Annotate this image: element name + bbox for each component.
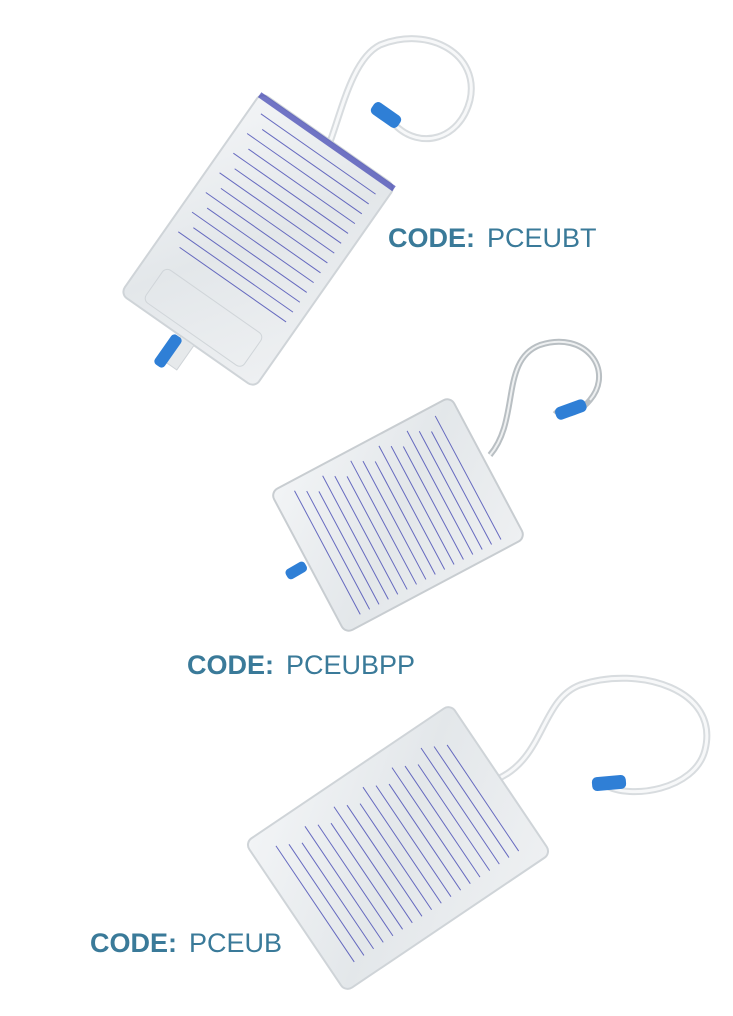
graduation-line xyxy=(318,491,380,605)
graduation-line xyxy=(346,804,423,917)
code-value: PCEUB xyxy=(189,928,283,958)
graduation-line xyxy=(220,187,328,264)
connector-cap xyxy=(591,774,627,792)
graduation-line xyxy=(306,490,371,610)
graduation-line xyxy=(301,842,374,950)
code-label: CODE: xyxy=(388,223,475,253)
graduation-line xyxy=(233,152,349,234)
connector-cap xyxy=(554,399,587,420)
graduation-line xyxy=(402,446,464,560)
graduation-line xyxy=(417,764,491,871)
product-code-3: CODE: PCEUB xyxy=(90,928,282,959)
graduation-line xyxy=(206,207,314,284)
graduation-line xyxy=(275,845,355,963)
graduation-line xyxy=(304,826,384,943)
graduation-line xyxy=(390,445,455,565)
graduation-line xyxy=(362,786,442,904)
graduation-line xyxy=(333,806,413,924)
graduation-line xyxy=(375,785,452,897)
graduation-line xyxy=(374,461,436,575)
graduation-line xyxy=(193,227,301,303)
product-code-1: CODE: PCEUBT xyxy=(388,223,597,254)
drain-valve xyxy=(154,334,182,368)
code-label: CODE: xyxy=(90,928,177,958)
urine-bag-pceub xyxy=(246,674,711,990)
graduation-line xyxy=(378,445,446,570)
graduation-line xyxy=(234,168,342,244)
code-value: PCEUBT xyxy=(487,223,597,253)
code-label: CODE: xyxy=(187,650,274,680)
graduation-line xyxy=(418,430,483,550)
graduation-line xyxy=(404,765,481,878)
graduation-line xyxy=(350,460,417,585)
graduation-line xyxy=(317,824,394,937)
graduation-line xyxy=(362,460,427,580)
graduation-line xyxy=(205,192,321,274)
graduation-line xyxy=(388,783,462,891)
graduation-line xyxy=(431,431,493,545)
graduation-line xyxy=(359,803,433,911)
graduation-line xyxy=(420,747,500,865)
code-value: PCEUBPP xyxy=(286,650,416,680)
graduation-line xyxy=(446,744,520,852)
graduation-line xyxy=(288,844,365,956)
graduation-line xyxy=(434,415,502,540)
graduation-line xyxy=(191,211,308,293)
graduation-line xyxy=(322,475,389,600)
connector-cap xyxy=(370,102,402,128)
graduation-line xyxy=(334,475,399,595)
graduation-line xyxy=(433,746,510,858)
graduation-line xyxy=(260,113,376,195)
graduation-line xyxy=(294,490,361,615)
urine-bag-pceubpp xyxy=(272,338,603,632)
graduation-line xyxy=(219,172,335,254)
graduation-line xyxy=(246,133,363,215)
graduation-line xyxy=(261,128,369,205)
graduation-line xyxy=(406,430,474,555)
urine-bag-pceubt xyxy=(122,35,475,386)
graduation-line xyxy=(346,476,408,590)
drain-cap xyxy=(285,561,308,580)
graduation-line xyxy=(178,231,294,313)
graduation-line xyxy=(330,822,404,930)
graduation-line xyxy=(391,767,471,884)
graduation-line xyxy=(179,246,287,323)
graduation-line xyxy=(248,148,356,225)
product-code-2: CODE: PCEUBPP xyxy=(187,650,415,681)
